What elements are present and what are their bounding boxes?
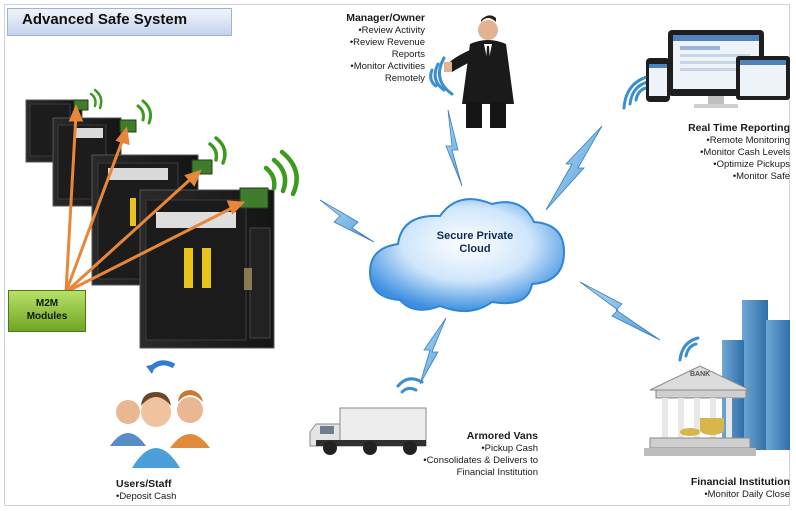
reporting-item: •Monitor Safe [732,171,790,182]
reporting-item: •Optimize Pickups [713,159,790,170]
cloud-shape [368,198,566,313]
bank-item: •Monitor Daily Close [704,489,790,500]
signal-bolts [319,109,661,385]
reporting-label: Real Time Reporting •Remote Monitoring •… [688,122,790,183]
diagram-frame [4,4,790,506]
safes-illustration [25,99,275,349]
manager-figure [444,15,514,128]
reporting-heading: Real Time Reporting [688,122,790,134]
van-illustration [309,407,427,455]
manager-label: Manager/Owner •Review Activity •Review R… [346,12,425,85]
cloud-line2: Cloud [459,243,491,255]
vans-heading: Armored Vans [466,430,538,442]
manager-item: •Monitor Activities [350,61,425,72]
cloud-label: Secure Private Cloud [420,230,530,256]
m2m-arrows [64,104,246,294]
bank-label: Financial Institution •Monitor Daily Clo… [691,476,790,501]
m2m-modules-box: M2M Modules [8,290,86,332]
vans-item: Financial Institution [456,467,538,478]
manager-item: Reports [391,49,425,60]
safe-wifi-icons [89,88,299,197]
m2m-line1: M2M [35,298,59,309]
bank-sign: BANK [690,371,711,378]
m2m-line2: Modules [26,311,68,322]
cloud-line1: Secure Private [436,230,514,242]
vans-item: •Pickup Cash [481,443,538,454]
bank-heading: Financial Institution [690,476,790,488]
manager-item: •Review Revenue [349,37,425,48]
reporting-item: •Monitor Cash Levels [700,147,790,158]
manager-item: Remotely [384,73,425,84]
manager-heading: Manager/Owner [346,12,425,24]
manager-item: •Review Activity [358,25,425,36]
blue-wifi-icons [396,56,700,394]
devices-illustration [646,30,790,108]
reporting-item: •Remote Monitoring [706,135,790,146]
bank-illustration [644,300,790,456]
vans-label: Armored Vans •Pickup Cash •Consolidates … [423,430,538,479]
users-item: •Deposit Cash [116,491,177,502]
users-heading: Users/Staff [116,478,172,490]
vans-item: •Consolidates & Delivers to [423,455,538,466]
users-label: Users/Staff •Deposit Cash [116,478,176,503]
diagram-title: Advanced Safe System [22,11,188,28]
users-illustration [110,360,210,468]
title-banner [7,8,232,36]
